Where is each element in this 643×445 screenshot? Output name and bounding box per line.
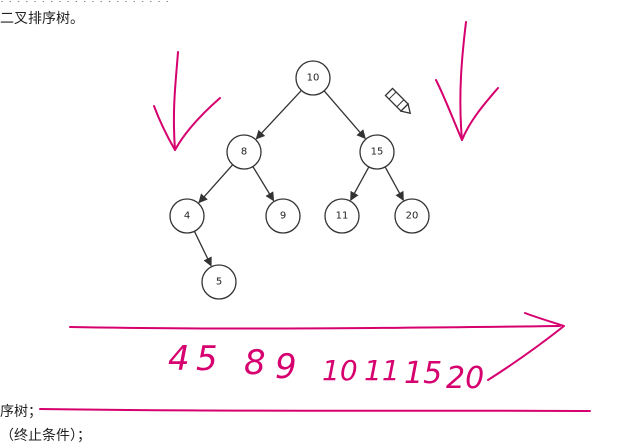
caption-bst: 二叉排序树。 [0, 11, 84, 27]
tree-node-5: 5 [201, 264, 237, 300]
hand-digit: 9 [275, 347, 297, 387]
handwritten-down-arrow-right-icon [435, 21, 499, 141]
tree-edge-n15-n11 [350, 166, 370, 202]
tree-node-9: 9 [265, 198, 301, 234]
tree-node-8: 8 [226, 134, 262, 170]
tree-node-20: 20 [394, 198, 430, 234]
hand-digit: 11 [364, 354, 400, 387]
tree-edges [193, 89, 404, 267]
handwritten-down-arrow-left-icon [153, 51, 221, 151]
tree-edge-n8-n4 [198, 164, 234, 204]
tree-node-circle [394, 198, 430, 234]
tree-node-4: 4 [169, 198, 205, 234]
tree-node-circle [169, 198, 205, 234]
tree-node-label: 9 [280, 211, 286, 222]
caption-termination: （终止条件）； [0, 428, 91, 444]
tree-node-11: 11 [324, 198, 360, 234]
tree-node-15: 15 [359, 134, 395, 170]
tree-edge-n15-n20 [384, 166, 404, 202]
tree-node-circle [226, 134, 262, 170]
tree-node-label: 11 [336, 211, 349, 222]
hand-digit: 10 [322, 354, 358, 387]
tree-edge-n8-n9 [252, 166, 275, 202]
tree-edge-n10-n8 [255, 89, 302, 140]
tree-edge-n10-n15 [323, 90, 366, 140]
tree-nodes: 10 8 15 4 9 11 20 5 [169, 60, 430, 300]
tree-node-circle [324, 198, 360, 234]
tree-node-circle [295, 60, 331, 96]
hand-digit: 15 [404, 356, 442, 391]
cut-off-text-top: . . . . . . . . . . . . . . . . . . . . … [0, 0, 169, 2]
pencil-cursor-icon [384, 87, 412, 115]
tree-node-label: 20 [406, 211, 419, 222]
tree-node-label: 4 [184, 211, 190, 222]
hand-digit: 20 [446, 361, 484, 396]
tree-node-circle [359, 134, 395, 170]
tree-node-circle [201, 264, 237, 300]
tree-node-label: 8 [241, 147, 247, 158]
handwritten-inorder-sequence: 4 5 8 9 10 11 15 20 [168, 339, 484, 396]
tree-node-label: 15 [371, 147, 384, 158]
tree-node-10: 10 [295, 60, 331, 96]
tree-node-circle [265, 198, 301, 234]
hand-digit: 8 [244, 343, 266, 383]
hand-digit: 4 [168, 339, 190, 379]
caption-sorted-tree: 序树； [0, 404, 42, 420]
handwritten-underline [39, 408, 591, 412]
hand-digit: 5 [196, 339, 218, 379]
tree-node-label: 5 [216, 277, 222, 288]
tree-edge-n4-n5 [193, 231, 212, 267]
handwritten-long-arrow-icon [69, 312, 565, 381]
tree-node-label: 10 [307, 73, 320, 84]
